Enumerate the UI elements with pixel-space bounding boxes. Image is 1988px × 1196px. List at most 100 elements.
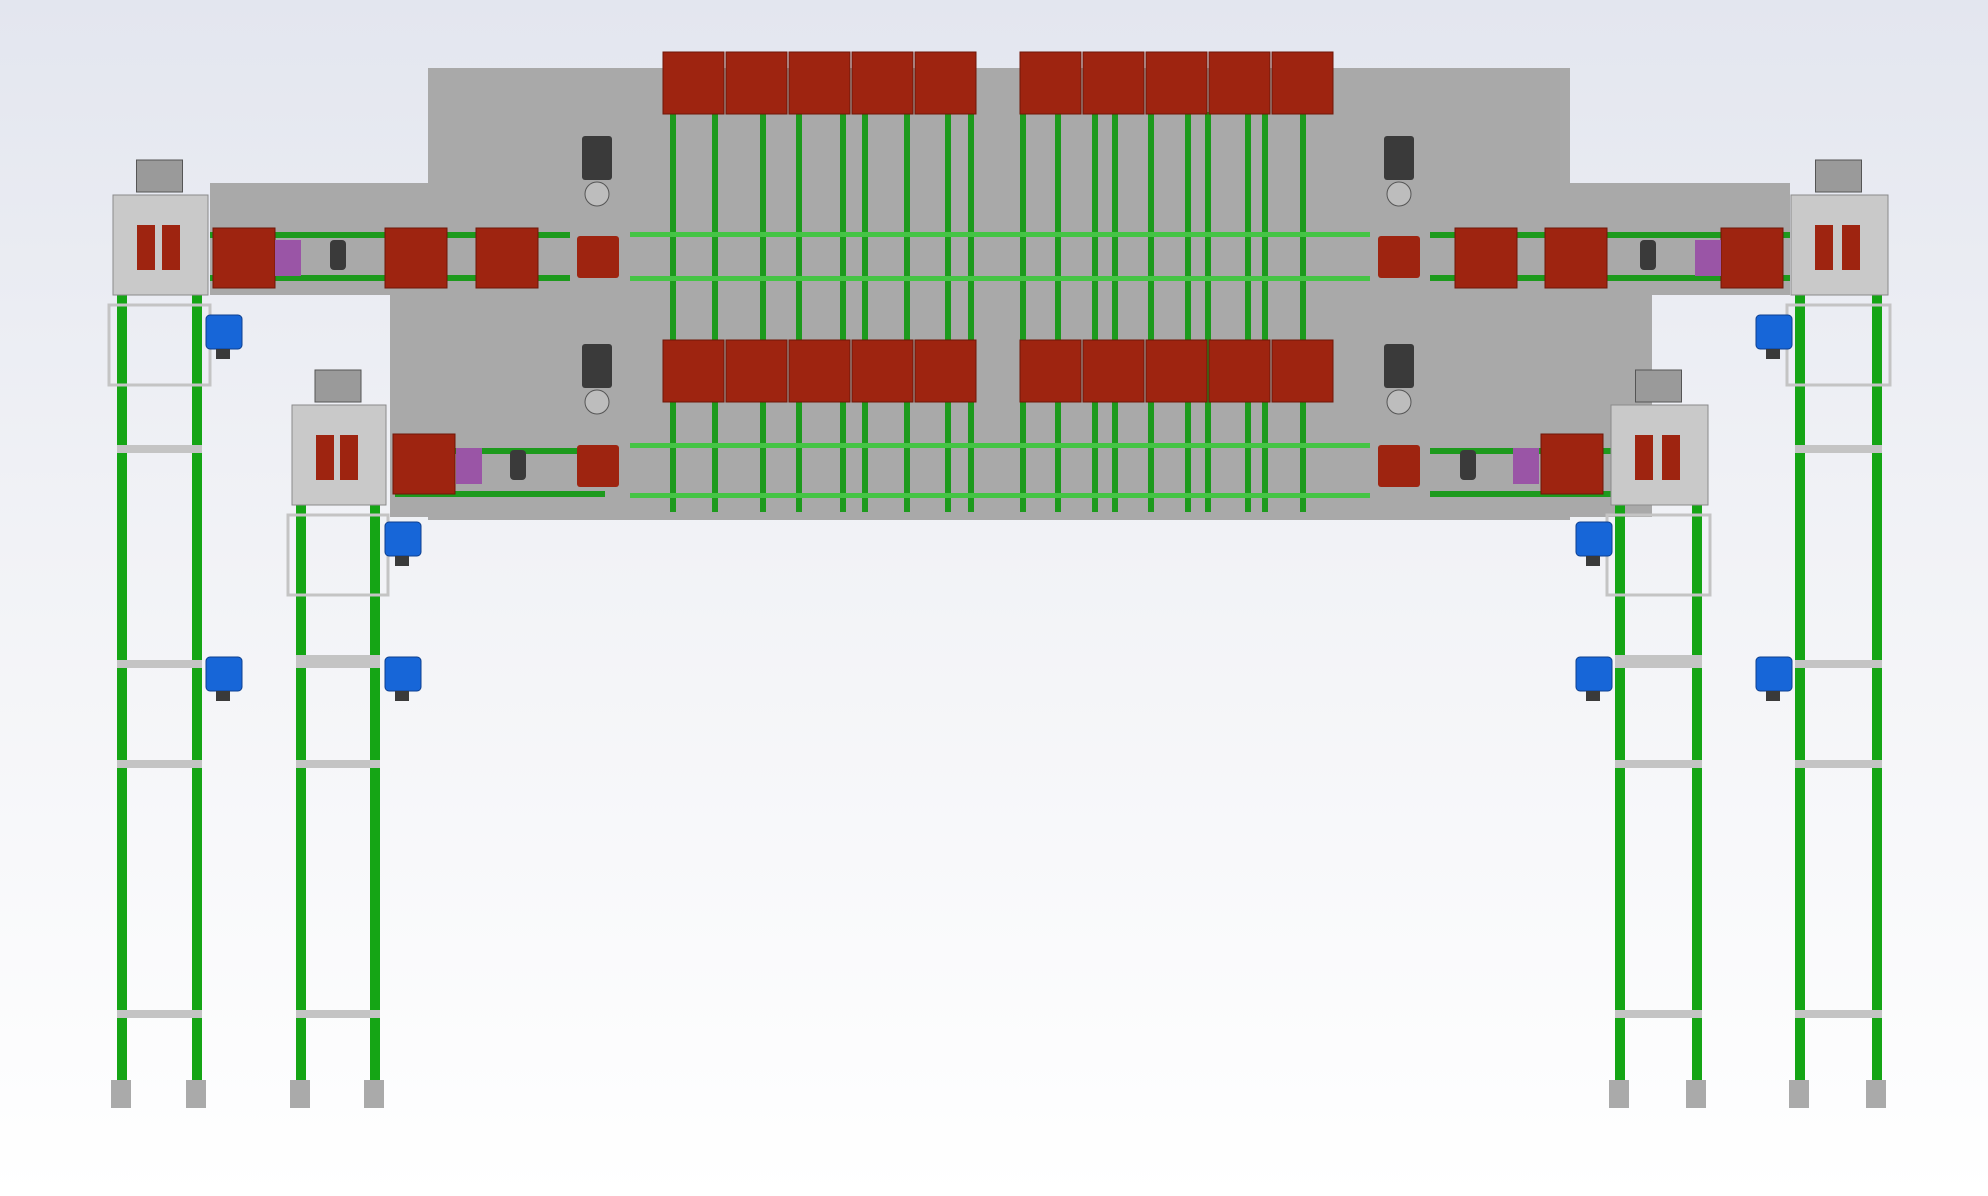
gear-motor-shaft (1766, 349, 1780, 359)
carriage-red-insert (162, 225, 180, 270)
leg-foot (364, 1080, 384, 1108)
red-block-middle (1145, 339, 1208, 403)
horizontal-rail (1010, 232, 1370, 237)
red-block-top (662, 51, 725, 115)
red-block-middle (725, 339, 788, 403)
leg-crossbar (296, 760, 380, 768)
side-conveyor-rail (1430, 232, 1790, 238)
gear-motor-shaft (395, 691, 409, 701)
red-block-side (475, 227, 539, 289)
red-block-small (577, 236, 619, 278)
horizontal-rail (1010, 276, 1370, 281)
vertical-rail (1300, 112, 1306, 512)
leg-crossbar (1615, 760, 1702, 768)
hoist-icon (136, 159, 183, 193)
red-block-middle (1082, 339, 1145, 403)
gear-motor-icon (1575, 656, 1613, 692)
purple-block (456, 448, 482, 484)
leg-post (1795, 295, 1805, 1107)
leg-foot (1789, 1080, 1809, 1108)
red-block-side (1454, 227, 1518, 289)
side-conveyor-rail (395, 448, 605, 454)
horizontal-rail (630, 493, 1360, 498)
vertical-rail (1020, 112, 1026, 512)
gear-motor-shaft (216, 691, 230, 701)
leg-crossbar (117, 445, 202, 453)
leg-post (1692, 505, 1702, 1107)
gear-motor-icon (1575, 521, 1613, 557)
red-block-middle (1271, 339, 1334, 403)
leg-post (296, 505, 306, 1107)
leg-crossbar (1795, 445, 1882, 453)
gear-motor-icon (384, 656, 422, 692)
leg-crossbar (296, 1010, 380, 1018)
gear-motor-icon (1755, 656, 1793, 692)
carriage-frame (291, 404, 387, 506)
carriage-red-insert (340, 435, 358, 480)
vertical-rail (670, 112, 676, 512)
leg-crossbar (117, 1010, 202, 1018)
leg-post (192, 295, 202, 1107)
gray-housing (210, 68, 1790, 520)
red-block-side (392, 433, 456, 495)
drive-icon (582, 136, 612, 180)
red-block-top (788, 51, 851, 115)
vertical-rail (796, 112, 802, 512)
switch-unit (510, 450, 526, 480)
red-block-middle (914, 339, 977, 403)
gear-motor-shaft (1586, 556, 1600, 566)
gear-motor-shaft (1586, 691, 1600, 701)
leg-crossbar (1795, 1010, 1882, 1018)
purple-block (1513, 448, 1539, 484)
purple-block (275, 240, 301, 276)
mechanical-details (205, 136, 1793, 701)
leg-foot (1866, 1080, 1886, 1108)
leg-crossbar (1795, 760, 1882, 768)
red-block-top (1145, 51, 1208, 115)
carriage-red-insert (1842, 225, 1860, 270)
leg-crossbar (117, 660, 202, 668)
leg-crossbar (117, 760, 202, 768)
vertical-rail (1112, 112, 1118, 512)
gear-motor-icon (205, 314, 243, 350)
red-block-middle (1019, 339, 1082, 403)
horizontal-rail (630, 276, 1360, 281)
red-block-top (725, 51, 788, 115)
leg-foot (186, 1080, 206, 1108)
red-block-top (914, 51, 977, 115)
drive-pulley (584, 389, 610, 415)
horizontal-rail (1010, 443, 1370, 448)
vertical-rail (1055, 112, 1061, 512)
gear-motor-icon (1755, 314, 1793, 350)
leg-crossbar (296, 660, 380, 668)
vertical-rail (1245, 112, 1251, 512)
carriage-frame (1790, 194, 1889, 296)
horizontal-rail (630, 232, 1360, 237)
hoist-icon (1635, 369, 1682, 403)
red-block-top (1019, 51, 1082, 115)
switch-unit (330, 240, 346, 270)
horizontal-rail (630, 443, 1360, 448)
red-block-top (851, 51, 914, 115)
vertical-rail (1185, 112, 1191, 512)
drive-pulley (1386, 389, 1412, 415)
switch-unit (1640, 240, 1656, 270)
vertical-rail (840, 112, 846, 512)
vertical-rail (1148, 112, 1154, 512)
red-block-small (1378, 236, 1420, 278)
carriage-red-insert (137, 225, 155, 270)
drive-pulley (584, 181, 610, 207)
horizontal-rail (1010, 493, 1370, 498)
red-block-middle (662, 339, 725, 403)
red-block-middle (788, 339, 851, 403)
red-block-middle (851, 339, 914, 403)
red-block-middle (1208, 339, 1271, 403)
leg-crossbar (1615, 660, 1702, 668)
gear-motor-shaft (1766, 691, 1780, 701)
red-block-side (384, 227, 448, 289)
vertical-rail (968, 112, 974, 512)
support-legs (107, 159, 1892, 1108)
vertical-rail (1262, 112, 1268, 512)
